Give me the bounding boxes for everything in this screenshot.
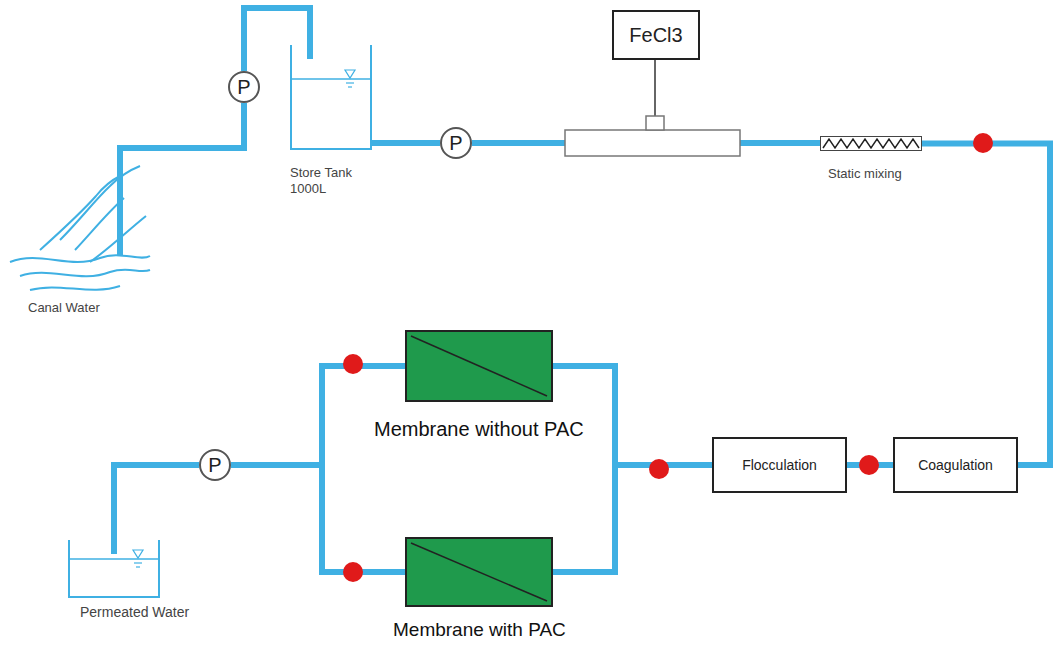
pipe-line xyxy=(231,366,405,465)
process-box: FeCl3 xyxy=(612,10,700,60)
box-label: FeCl3 xyxy=(629,24,682,47)
pipe-connector xyxy=(231,465,405,572)
shape-outline xyxy=(68,540,160,598)
pipe-connector xyxy=(922,144,1050,466)
equipment-caption: Permeated Water xyxy=(80,604,189,620)
pipe-connector xyxy=(231,366,405,465)
dosing-tee xyxy=(646,116,664,130)
canal-pipe xyxy=(120,103,244,256)
pipe-connector xyxy=(244,8,310,71)
pump-symbol: P xyxy=(228,71,260,103)
process-box: Flocculation xyxy=(712,437,847,493)
membrane-module xyxy=(406,538,552,606)
pipe-line xyxy=(372,140,440,146)
pipe-line xyxy=(922,144,1050,466)
equipment-caption: Static mixing xyxy=(828,166,902,181)
pipe-connector xyxy=(372,143,440,144)
box-label: Coagulation xyxy=(918,457,993,473)
box-label: Flocculation xyxy=(742,457,817,473)
pipe-connector xyxy=(553,366,712,465)
tank-wall xyxy=(291,45,371,149)
water-level-symbol xyxy=(348,86,352,87)
water-level-symbol xyxy=(345,70,355,78)
shape-outline xyxy=(290,45,372,150)
tank-symbol: Permeated Water xyxy=(68,540,160,598)
pipe-connector xyxy=(553,465,712,572)
mixer-body xyxy=(821,137,922,151)
tank-wall xyxy=(69,540,159,597)
tank-symbol: Store Tank 1000L xyxy=(290,45,372,150)
membrane-module xyxy=(406,331,552,401)
sampling-points xyxy=(343,133,993,582)
pump-symbol: P xyxy=(199,449,231,481)
water-level-symbol xyxy=(346,82,354,83)
shape-outline xyxy=(405,330,553,402)
pipe-line xyxy=(114,465,199,554)
membrane-diagonal xyxy=(411,543,547,601)
mixer-elements xyxy=(823,139,919,148)
pipe-line xyxy=(553,465,712,572)
process-box: Coagulation xyxy=(893,437,1018,493)
membrane-module: Membrane without PAC xyxy=(405,330,553,402)
pipe-line xyxy=(231,465,405,572)
dosing-stem xyxy=(654,60,656,118)
water-level-symbol xyxy=(133,550,143,558)
pump-letter: P xyxy=(237,76,250,99)
dosing-tube xyxy=(565,130,740,156)
canal-water-waves xyxy=(10,166,150,290)
source-label: Canal Water xyxy=(28,300,100,315)
module-caption: Membrane without PAC xyxy=(374,418,584,441)
membrane-module: Membrane with PAC xyxy=(405,537,553,607)
water-level xyxy=(291,78,371,80)
pipe-line xyxy=(244,8,310,71)
equipment-caption: Store Tank 1000L xyxy=(290,165,370,198)
water-level-symbol xyxy=(134,562,142,563)
membrane-diagonal xyxy=(411,336,547,396)
pipe-line xyxy=(553,366,712,465)
pump-letter: P xyxy=(449,132,462,155)
shape-outline xyxy=(820,136,922,151)
water-level xyxy=(69,558,159,560)
pipe-connector xyxy=(114,465,199,554)
module-caption: Membrane with PAC xyxy=(393,619,566,641)
water-level-symbol xyxy=(136,566,140,567)
static-mixer: Static mixing xyxy=(820,136,922,151)
pump-symbol: P xyxy=(440,127,472,159)
shape-outline xyxy=(405,537,553,607)
pump-letter: P xyxy=(208,454,221,477)
